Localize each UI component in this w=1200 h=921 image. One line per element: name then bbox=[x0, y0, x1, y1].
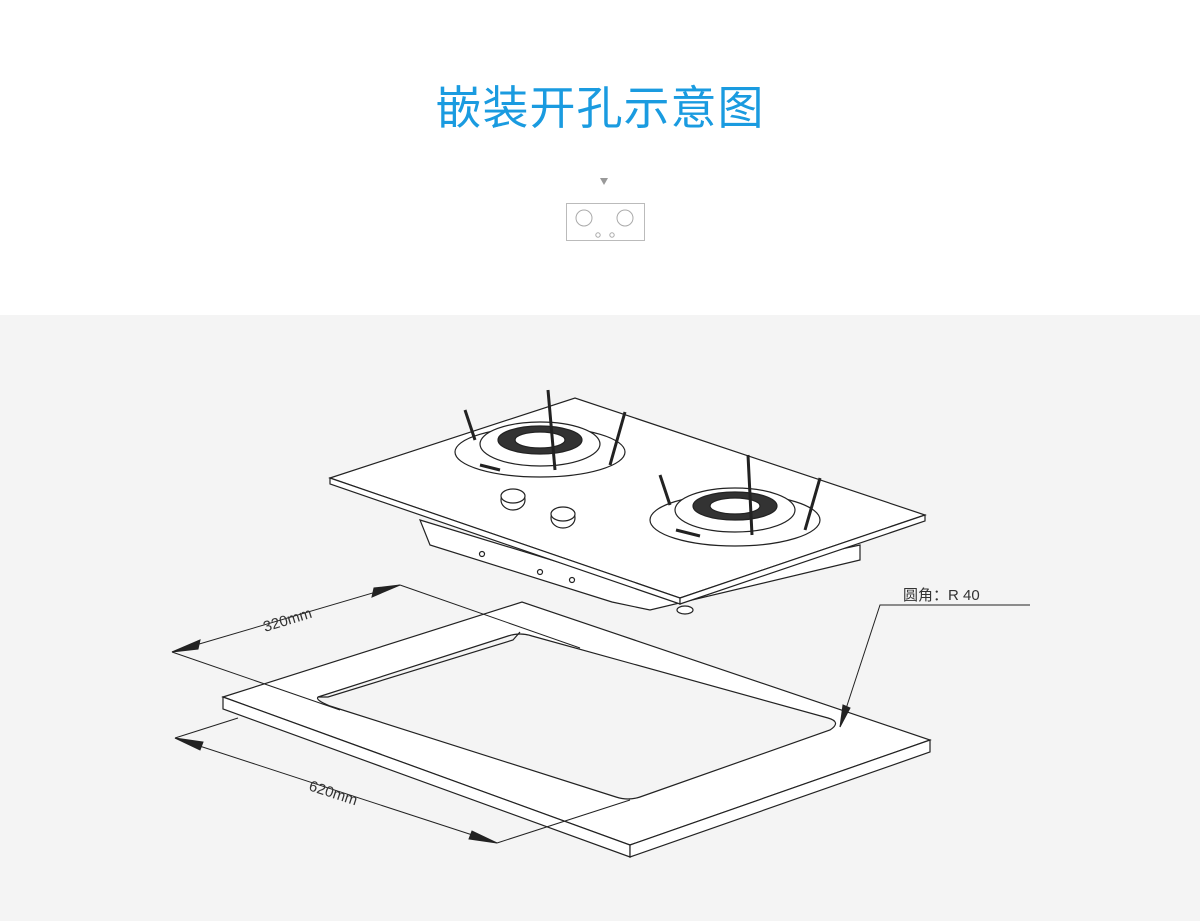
header-section: 嵌装开孔示意图 bbox=[0, 0, 1200, 315]
countertop bbox=[221, 601, 932, 858]
arrowhead bbox=[371, 584, 401, 598]
corner-radius-label: 圆角：R 40 bbox=[903, 587, 980, 604]
glass-panel bbox=[328, 397, 927, 599]
cooktop bbox=[328, 389, 927, 615]
arrowhead bbox=[171, 639, 201, 653]
control-knob-left bbox=[500, 488, 526, 511]
burner-right bbox=[649, 454, 822, 547]
cutout bbox=[316, 633, 837, 800]
burner-left bbox=[454, 389, 627, 478]
arrowhead bbox=[468, 830, 498, 844]
width-dimension-label: 620mm bbox=[307, 778, 360, 810]
arrowhead bbox=[839, 704, 851, 728]
arrowhead bbox=[174, 737, 204, 751]
cooktop-thumbnail-icon[interactable] bbox=[566, 203, 646, 243]
triangle-down-icon bbox=[600, 178, 608, 185]
depth-dimension-label: 320mm bbox=[261, 605, 314, 636]
page-title: 嵌装开孔示意图 bbox=[435, 81, 765, 135]
control-knob-right bbox=[550, 506, 576, 529]
dimension-lines bbox=[171, 584, 1030, 844]
